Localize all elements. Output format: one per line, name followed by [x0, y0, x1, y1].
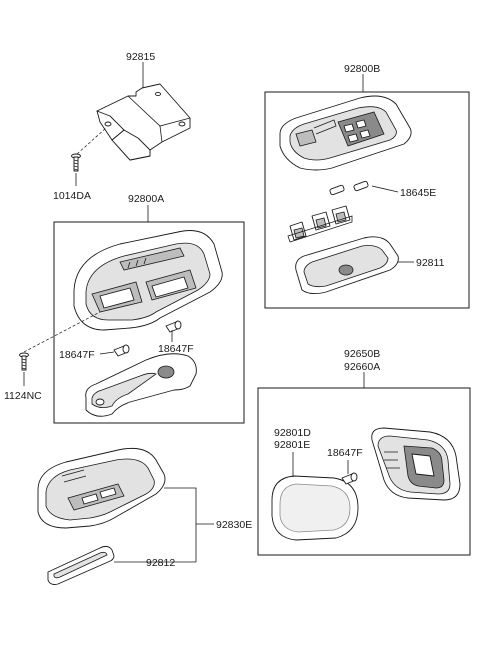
box-92800B — [264, 91, 470, 309]
bulb-18647F-a — [113, 344, 130, 357]
label-1014DA: 1014DA — [53, 190, 91, 202]
label-92801D: 92801D — [274, 427, 311, 439]
label-92811: 92811 — [416, 257, 445, 269]
screw-1124NC — [19, 352, 29, 371]
label-92801E: 92801E — [274, 439, 310, 451]
box-92800A — [53, 221, 245, 424]
label-92660A: 92660A — [344, 361, 380, 373]
leader-18647F-a — [99, 351, 115, 355]
map-lamp-92800A — [73, 230, 223, 331]
bulb-18645E-b — [353, 180, 369, 192]
label-18647F-a: 18647F — [59, 349, 95, 361]
lens-92801D — [271, 475, 359, 541]
screw-1014DA-guide — [76, 127, 107, 155]
screw-1014DA — [71, 153, 81, 172]
housing-92650B — [371, 427, 461, 501]
bulb-18647F-b — [165, 320, 182, 333]
bulb-18645E-a — [329, 184, 345, 196]
bulb-18647F-c — [341, 472, 358, 485]
overhead-console-92830E — [37, 447, 166, 529]
label-92800A: 92800A — [128, 193, 164, 205]
label-92800B: 92800B — [344, 63, 380, 75]
bracket-92815 — [96, 83, 191, 161]
lens-92800A — [85, 353, 197, 417]
label-1124NC: 1124NC — [4, 390, 42, 402]
leader-18645E — [371, 185, 399, 193]
label-92830E: 92830E — [216, 519, 252, 531]
reflector-92800B — [287, 205, 353, 243]
screw-1124NC-guide — [23, 311, 101, 353]
label-92812: 92812 — [146, 557, 175, 569]
lens-92811 — [295, 236, 399, 295]
label-18647F-b: 18647F — [158, 343, 194, 355]
label-18647F-c: 18647F — [327, 447, 363, 459]
label-92650B: 92650B — [344, 348, 380, 360]
map-lamp-92800B — [279, 95, 412, 171]
bracket-92830E — [164, 487, 214, 562]
lens-92812 — [47, 545, 115, 585]
label-92815: 92815 — [126, 51, 155, 63]
label-18645E: 18645E — [400, 187, 436, 199]
